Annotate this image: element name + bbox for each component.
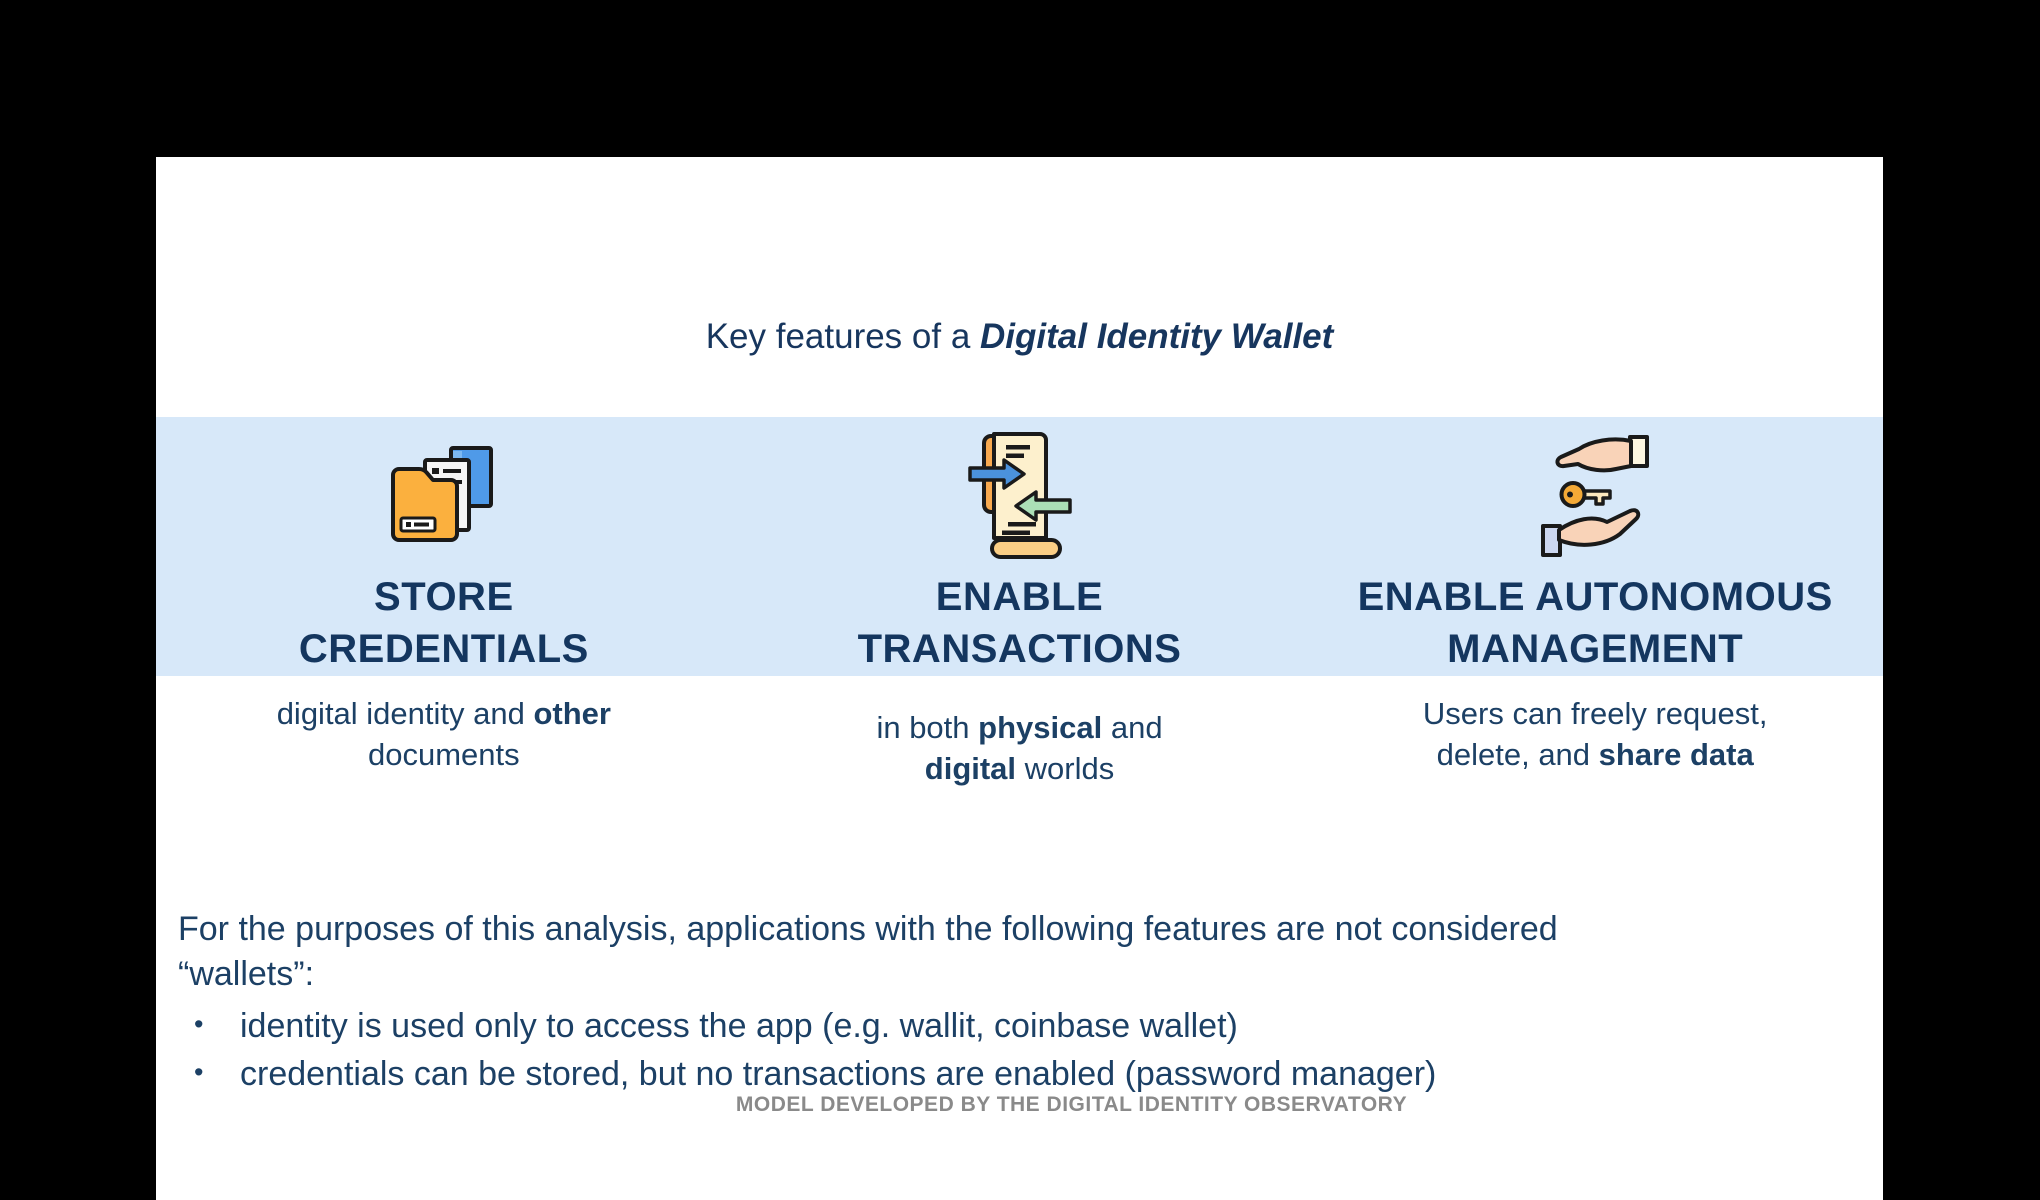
feature-enable-transactions: ENABLE TRANSACTIONS bbox=[732, 417, 1308, 676]
exclusion-item: credentials can be stored, but no transa… bbox=[178, 1052, 1823, 1097]
exclusions-list: identity is used only to access the app … bbox=[178, 1004, 1823, 1096]
exclusions-block: For the purposes of this analysis, appli… bbox=[178, 907, 1823, 1096]
slide: Key features of a Digital Identity Walle… bbox=[156, 157, 1883, 1200]
footer-credit: MODEL DEVELOPED BY THE DIGITAL IDENTITY … bbox=[735, 1093, 1408, 1116]
feature-enable-autonomous-management: ENABLE AUTONOMOUS MANAGEMENT bbox=[1307, 417, 1883, 676]
transaction-document-icon bbox=[967, 432, 1072, 559]
folder-documents-icon bbox=[390, 446, 493, 542]
desc-text: delete, and bbox=[1436, 736, 1599, 772]
exclusions-intro: For the purposes of this analysis, appli… bbox=[178, 907, 1823, 996]
desc-text: digital identity and bbox=[276, 696, 534, 731]
desc-text: and bbox=[1102, 710, 1163, 745]
features-band: STORE CREDENTIALS bbox=[156, 417, 1883, 676]
description-enable-autonomous-management: Users can freely request, delete, and sh… bbox=[1307, 676, 1883, 790]
hands-key-icon bbox=[1541, 435, 1650, 557]
desc-text-bold: share data bbox=[1598, 736, 1754, 772]
desc-text-bold: digital bbox=[924, 750, 1017, 786]
feature-heading-line: ENABLE AUTONOMOUS bbox=[1357, 575, 1833, 619]
feature-icon-box bbox=[964, 425, 1076, 567]
description-enable-transactions: in both physical and digital worlds bbox=[732, 676, 1308, 790]
exclusions-intro-line1: For the purposes of this analysis, appli… bbox=[178, 910, 1558, 948]
desc-text: Users can freely request, bbox=[1422, 696, 1768, 731]
desc-text-bold: physical bbox=[978, 710, 1103, 745]
feature-icon-box bbox=[1532, 425, 1658, 567]
feature-heading-line: ENABLE bbox=[935, 575, 1104, 619]
desc-text: documents bbox=[368, 736, 520, 772]
feature-descriptions: digital identity and other documents in … bbox=[156, 676, 1883, 790]
feature-heading-line: STORE bbox=[374, 575, 514, 619]
desc-text-bold: other bbox=[533, 696, 611, 731]
feature-heading-line: CREDENTIALS bbox=[298, 627, 589, 671]
feature-heading: STORE CREDENTIALS bbox=[299, 571, 589, 675]
slide-title: Key features of a Digital Identity Walle… bbox=[156, 317, 1883, 357]
slide-title-prefix: Key features of a bbox=[705, 317, 981, 356]
slide-title-emphasis: Digital Identity Wallet bbox=[980, 317, 1334, 356]
exclusion-item: identity is used only to access the app … bbox=[178, 1004, 1823, 1049]
feature-heading-line: TRANSACTIONS bbox=[857, 627, 1182, 671]
exclusions-intro-line2: “wallets”: bbox=[178, 954, 315, 993]
feature-heading-line: MANAGEMENT bbox=[1447, 627, 1744, 671]
desc-text: worlds bbox=[1016, 750, 1115, 786]
desc-text: in both bbox=[876, 710, 979, 745]
description-store-credentials: digital identity and other documents bbox=[156, 676, 732, 790]
feature-heading: ENABLE TRANSACTIONS bbox=[858, 571, 1182, 675]
feature-heading: ENABLE AUTONOMOUS MANAGEMENT bbox=[1358, 571, 1833, 675]
feature-store-credentials: STORE CREDENTIALS bbox=[156, 417, 732, 676]
feature-icon-box bbox=[385, 425, 503, 567]
